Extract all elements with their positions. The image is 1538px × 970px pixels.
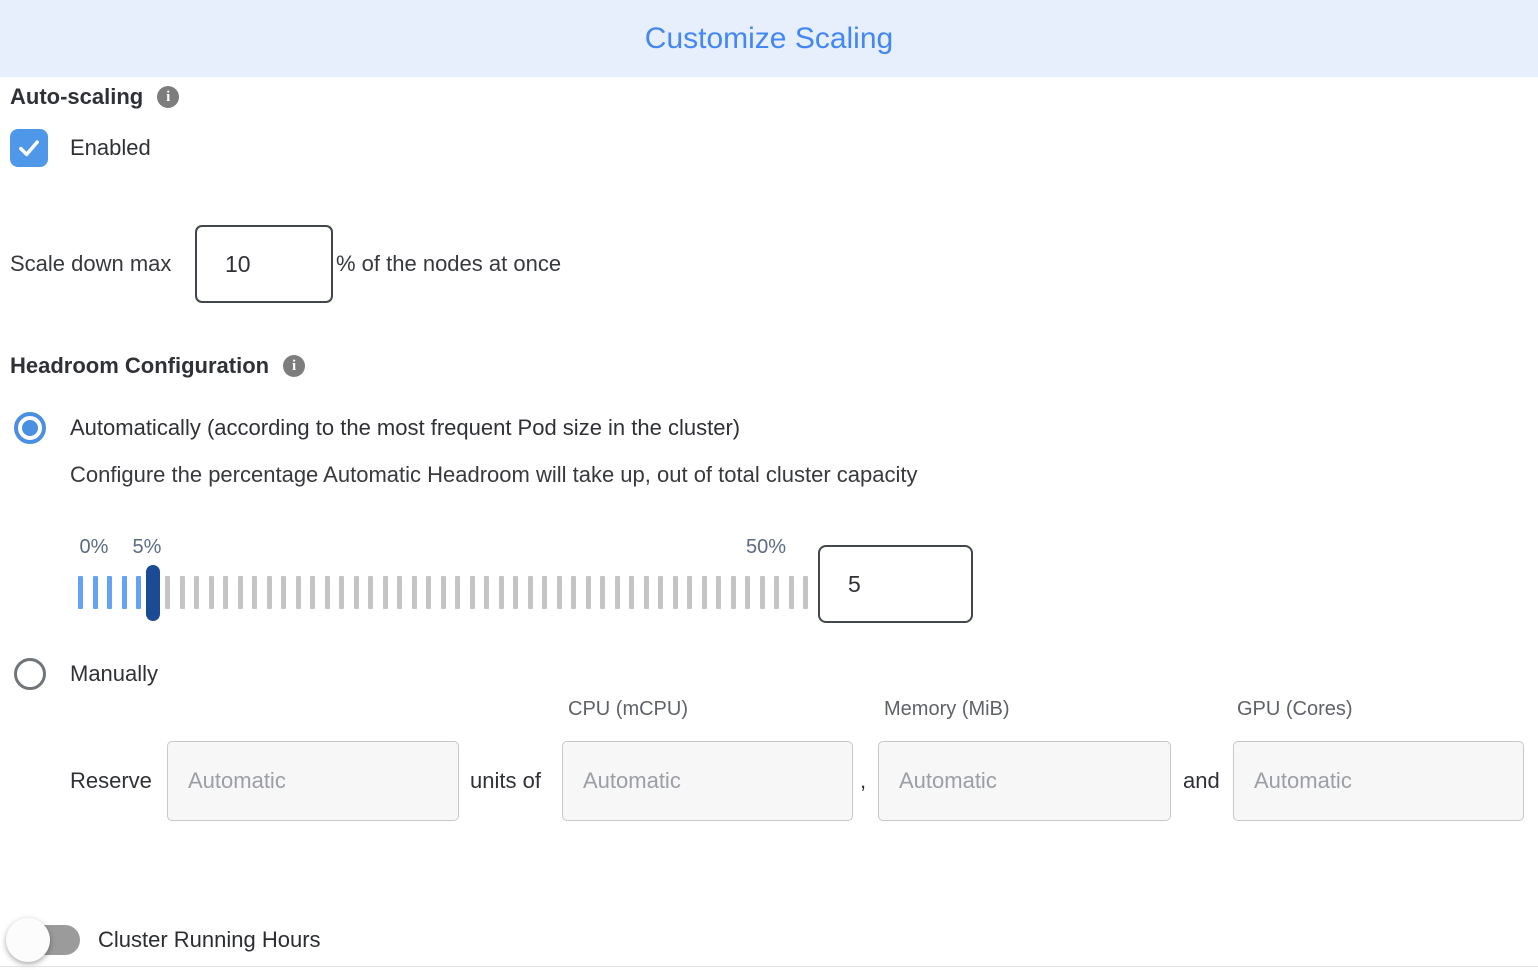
slider-tick [527,576,533,609]
and-separator: and [1183,768,1220,793]
radio-automatic[interactable] [14,412,46,444]
scale-down-max-label: Scale down max [10,251,172,276]
slider-tick [136,576,141,609]
column-header-cpu: CPU (mCPU) [568,698,688,720]
slider-tick [411,576,417,609]
slider-tick [658,576,663,609]
slider-max-label: 50% [745,536,787,558]
cluster-running-hours-toggle[interactable] [6,918,80,962]
slider-tick [498,576,504,609]
auto-scaling-section-header: Auto-scaling i [10,84,180,110]
slider-tick [339,576,344,609]
headroom-section-header: Headroom Configuration i [10,353,306,379]
slider-tick [469,576,475,609]
slider-tick [121,576,127,609]
scale-down-max-input[interactable] [195,225,333,303]
slider-tick [440,576,446,609]
units-of-label: units of [470,768,541,793]
slider-tick [382,576,388,609]
slider-tick [368,576,373,609]
slider-tick [513,576,518,609]
slider-tick [223,576,228,609]
slider-current-label: 5% [132,536,162,558]
slider-tick [252,576,257,609]
scale-down-max-suffix: % of the nodes at once [336,251,562,276]
slider-tick [614,576,620,609]
radio-manually[interactable] [14,658,46,690]
slider-tick [600,576,605,609]
headroom-slider-ticks[interactable] [78,576,808,609]
slider-tick [484,576,489,609]
bottom-divider [0,966,1538,967]
comma-separator: , [860,768,867,793]
panel-title: Customize Scaling [644,22,894,55]
slider-tick [629,576,634,609]
slider-tick [92,576,98,609]
slider-tick [701,576,707,609]
slider-tick [585,576,591,609]
cluster-running-hours-label: Cluster Running Hours [98,927,321,952]
slider-tick [643,576,649,609]
slider-tick [672,576,678,609]
info-icon[interactable]: i [283,355,306,377]
slider-tick [397,576,402,609]
slider-tick [788,576,794,609]
slider-tick [295,576,301,609]
automatic-headroom-description: Configure the percentage Automatic Headr… [70,462,918,487]
slider-tick [759,576,765,609]
slider-tick [165,576,170,609]
column-header-gpu: GPU (Cores) [1237,698,1353,720]
slider-tick [803,576,808,609]
reserve-label: Reserve [70,768,152,793]
info-icon[interactable]: i [157,86,180,108]
slider-tick [179,576,185,609]
slider-tick [716,576,721,609]
slider-tick [730,576,736,609]
auto-scaling-label: Auto-scaling [10,84,144,109]
panel-header: Customize Scaling [0,0,1538,77]
headroom-slider-handle[interactable] [146,565,160,621]
reserve-units-input[interactable] [167,741,459,821]
radio-manually-label: Manually [70,661,159,686]
slider-tick [208,576,214,609]
enabled-label: Enabled [70,135,151,160]
radio-automatic-label: Automatically (according to the most fre… [70,415,741,440]
slider-tick [774,576,779,609]
slider-tick [556,576,562,609]
toggle-knob[interactable] [6,918,50,962]
headroom-percentage-input[interactable] [818,545,973,623]
headroom-percentage-slider: 0% 5% 50% [78,536,818,636]
slider-tick [542,576,547,609]
slider-tick [281,576,286,609]
reserve-gpu-input[interactable] [1233,741,1524,821]
reserve-memory-input[interactable] [878,741,1171,821]
slider-tick [353,576,359,609]
slider-tick [324,576,330,609]
slider-tick [426,576,431,609]
slider-tick [455,576,460,609]
slider-tick [237,576,243,609]
slider-tick [194,576,199,609]
column-header-memory: Memory (MiB) [884,698,1010,720]
slider-tick [107,576,112,609]
slider-tick [266,576,272,609]
slider-tick [745,576,750,609]
headroom-configuration-label: Headroom Configuration [10,353,270,378]
slider-tick [78,576,83,609]
reserve-cpu-input[interactable] [562,741,853,821]
slider-min-label: 0% [79,536,109,558]
slider-tick [571,576,576,609]
auto-scaling-enabled-checkbox[interactable] [10,129,48,167]
slider-tick [310,576,315,609]
slider-tick [687,576,692,609]
checkmark-icon [19,140,39,157]
